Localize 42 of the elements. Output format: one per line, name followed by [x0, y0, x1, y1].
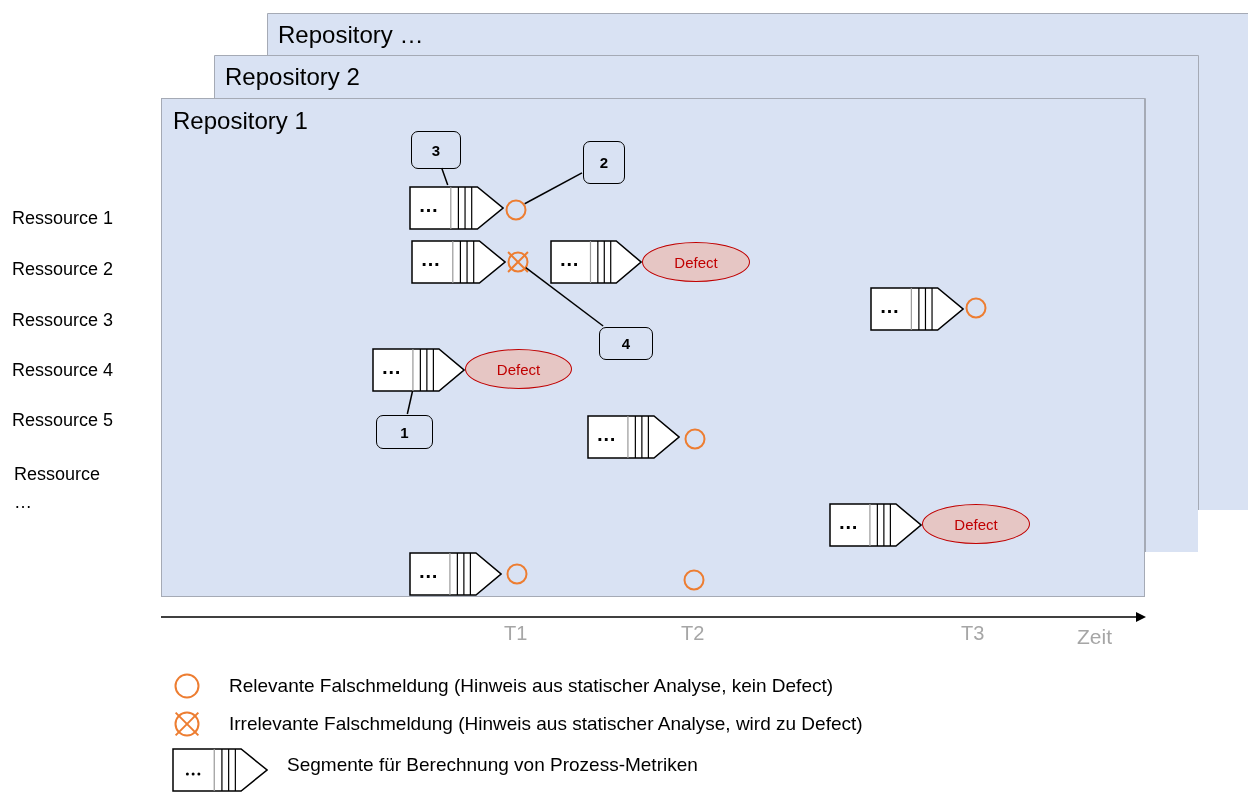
row-label: Ressource …: [14, 463, 102, 514]
row-label: Ressource 4: [12, 360, 114, 381]
legend-text: Relevante Falschmeldung (Hinweis aus statischer Analyse, kein Defect): [229, 675, 834, 697]
defect-ellipse: Defect: [922, 504, 1030, 544]
time-label: T2: [681, 622, 705, 645]
row-label: Ressource 5: [12, 410, 114, 431]
segment-pentagon: …: [587, 415, 680, 459]
callout-box: 2: [583, 141, 625, 184]
leader-line: [406, 390, 414, 415]
row-label: Ressource 3: [12, 310, 114, 331]
legend-text: Segmente für Berechnung von Prozess-Metriken: [287, 754, 698, 776]
defect-ellipse: Defect: [465, 349, 572, 389]
circle-marker: [684, 428, 706, 450]
segment-pentagon: …: [550, 240, 642, 284]
defect-ellipse: Defect: [642, 242, 750, 282]
callout-box: 1: [376, 415, 433, 449]
segment-pentagon: …: [411, 240, 506, 284]
leader-line: [525, 266, 604, 327]
time-label: T1: [504, 622, 528, 645]
circle-marker: [506, 563, 528, 585]
segment-pentagon: …: [409, 186, 504, 230]
axis-label: Zeit: [1077, 625, 1112, 649]
leader-line: [440, 167, 449, 186]
segment-pentagon: …: [409, 552, 502, 596]
panel-title: Repository 1: [173, 107, 308, 135]
segment-pentagon: …: [372, 348, 465, 392]
circle-marker: [683, 569, 705, 591]
row-label: Ressource 2: [12, 259, 114, 280]
callout-box: 4: [599, 327, 653, 360]
panel-title: Repository …: [278, 21, 424, 49]
leader-line: [523, 172, 583, 205]
legend-text: Irrelevante Falschmeldung (Hinweis aus statischer Analyse, wird zu Defect): [229, 713, 863, 735]
callout-box: 3: [411, 131, 461, 169]
crossed-circle-marker: [507, 251, 529, 273]
panel-title: Repository 2: [225, 63, 360, 91]
repository-panel: [161, 98, 1145, 597]
circle-marker: [505, 199, 527, 221]
circle-marker: [965, 297, 987, 319]
row-label: Ressource 1: [12, 208, 114, 229]
segment-pentagon: …: [829, 503, 922, 547]
segment-pentagon: …: [870, 287, 964, 331]
time-label: T3: [961, 622, 985, 645]
